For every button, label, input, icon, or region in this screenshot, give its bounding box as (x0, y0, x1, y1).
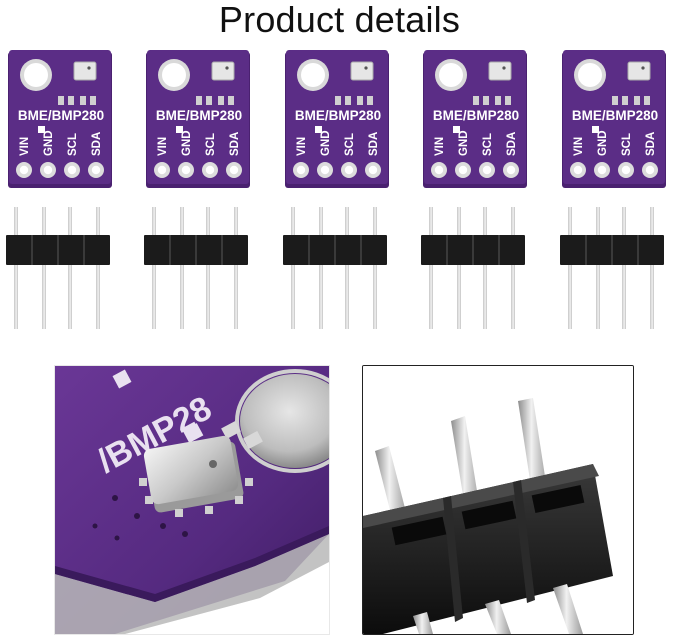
pin-label-scl: SCL (621, 133, 633, 156)
pin-label-gnd: GND (181, 130, 193, 156)
pin-label-sda: SDA (368, 132, 380, 156)
pin-label-sda: SDA (645, 132, 657, 156)
pin-label-scl: SCL (344, 133, 356, 156)
pin-label-scl: SCL (482, 133, 494, 156)
pin-label-sda: SDA (91, 132, 103, 156)
pin-header (560, 205, 666, 335)
pin-label-vin: VIN (19, 137, 31, 156)
sensor-closeup-svg: /BMP28 (55, 366, 329, 634)
header-body (363, 464, 613, 634)
pin-label-gnd: GND (597, 130, 609, 156)
pin-label-scl: SCL (205, 133, 217, 156)
sensor-closeup-image: /BMP28 (54, 365, 330, 635)
pin-label-vin: VIN (573, 137, 585, 156)
pin-label-scl: SCL (67, 133, 79, 156)
pin-header-row (0, 205, 679, 335)
page-title: Product details (218, 0, 461, 40)
pin-header (144, 205, 250, 335)
board-model-label: BME/BMP280 (433, 108, 519, 123)
board-model-label: BME/BMP280 (295, 108, 381, 123)
pin-label-sda: SDA (229, 132, 241, 156)
pin-header (6, 205, 112, 335)
board-model-label: BME/BMP280 (18, 108, 104, 123)
pin-label-gnd: GND (458, 130, 470, 156)
pin-label-vin: VIN (434, 137, 446, 156)
bme280-chip (139, 435, 253, 517)
header-closeup-image (362, 365, 634, 635)
pin-label-vin: VIN (157, 137, 169, 156)
pin-label-vin: VIN (296, 137, 308, 156)
pin-header (421, 205, 527, 335)
pin-label-gnd: GND (43, 130, 55, 156)
board-model-label: BME/BMP280 (156, 108, 242, 123)
board-model-label: BME/BMP280 (572, 108, 658, 123)
pin-header (283, 205, 389, 335)
header-closeup-svg (363, 366, 633, 634)
pin-label-gnd: GND (320, 130, 332, 156)
pin-label-sda: SDA (506, 132, 518, 156)
